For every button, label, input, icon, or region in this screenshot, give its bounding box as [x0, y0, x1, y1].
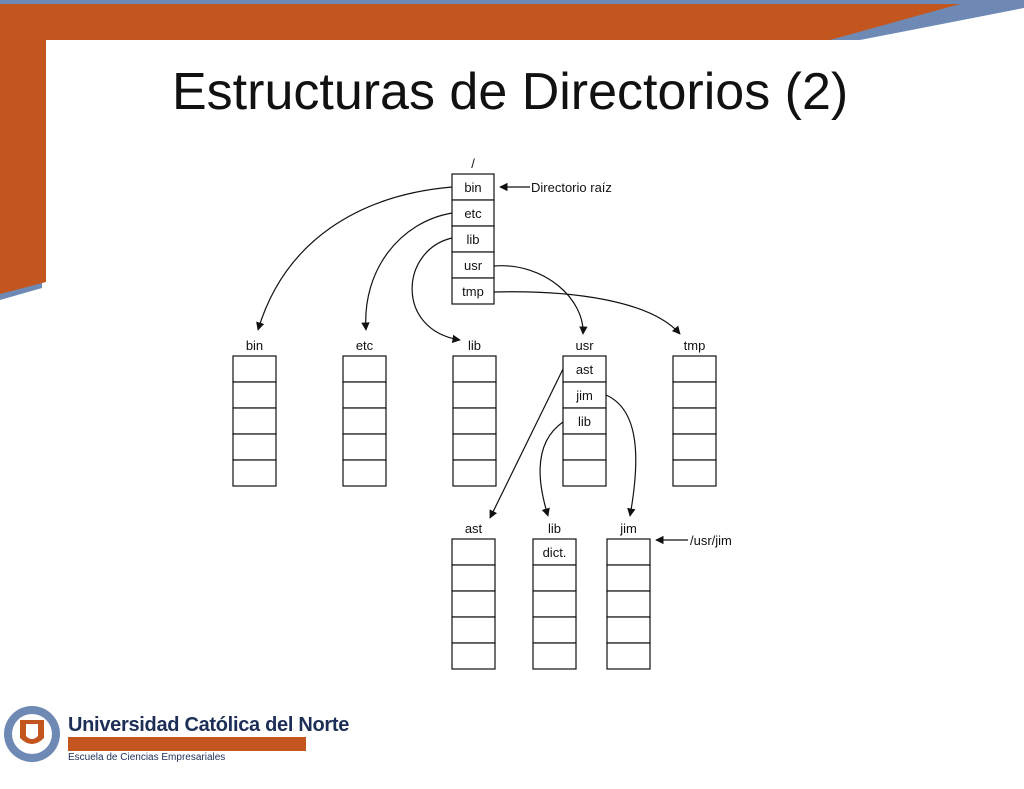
directory-entry-cell	[532, 642, 577, 670]
directory-entry-cell	[606, 590, 651, 618]
directory-label: bin	[246, 338, 263, 353]
directory-l1-bin: bin	[232, 338, 277, 487]
directory-entry-etc: etc	[464, 206, 482, 221]
directory-entry-cell	[532, 564, 577, 592]
directory-l1-tmp: tmp	[672, 338, 717, 487]
arrow-root-lib-to-lib	[411, 237, 461, 343]
directory-entry-jim: jim	[575, 388, 593, 403]
directory-entry-cell	[452, 433, 497, 461]
directory-entry-cell	[562, 355, 607, 383]
directory-entry-cell	[232, 407, 277, 435]
directory-label: jim	[619, 521, 637, 536]
university-logo: Universidad Católica del Norte ver más a…	[0, 700, 349, 789]
slide-decoration	[0, 0, 1024, 300]
directory-label: lib	[468, 338, 481, 353]
root-annotation: Directorio raíz	[531, 180, 612, 195]
directory-entry-cell	[562, 381, 607, 409]
directory-entry-cell	[532, 538, 577, 566]
directory-entry-bin: bin	[464, 180, 481, 195]
directory-l2-ast: ast	[451, 521, 496, 670]
directory-entry-cell	[672, 381, 717, 409]
directory-entry-cell	[451, 538, 496, 566]
directory-entry-cell	[672, 407, 717, 435]
directory-entry-cell	[606, 616, 651, 644]
directory-tables: / bin etc lib usr tmp bin etc lib usr ast jim lib tmp…	[232, 156, 732, 670]
directory-label: ast	[465, 521, 483, 536]
directory-entry-cell	[342, 381, 387, 409]
directory-entry-cell	[451, 277, 495, 305]
directory-label: tmp	[684, 338, 706, 353]
directory-entry-cell	[342, 459, 387, 487]
directory-entry-cell	[232, 355, 277, 383]
directory-entry-cell	[451, 564, 496, 592]
arrow-root-bin-to-bin	[256, 186, 453, 331]
directory-l2-lib: lib dict.	[532, 521, 577, 670]
directory-entry-cell	[672, 433, 717, 461]
directory-entry-cell	[562, 433, 607, 461]
directory-entry-cell	[532, 590, 577, 618]
university-motto: ver más allá	[211, 772, 292, 789]
directory-entry-lib: lib	[578, 414, 591, 429]
directory-entry-cell	[342, 407, 387, 435]
directory-entry-cell	[451, 590, 496, 618]
directory-entry-cell	[606, 564, 651, 592]
directory-l1-etc: etc	[342, 338, 387, 487]
directory-entry-cell	[562, 407, 607, 435]
directory-entry-cell	[342, 433, 387, 461]
directory-l1-usr: usr ast jim lib	[562, 338, 607, 487]
motto-bar: ver más allá	[68, 737, 306, 789]
directory-label: /	[471, 156, 475, 171]
arrow-usr-jim-to-jim	[605, 394, 637, 517]
directory-entry-cell	[451, 251, 495, 279]
arrow-root-tmp-to-tmp	[493, 291, 681, 335]
directory-entry-ast: ast	[576, 362, 594, 377]
directory-l2-jim: jim	[606, 521, 651, 670]
directory-entry-lib: lib	[466, 232, 479, 247]
directory-entry-cell	[232, 381, 277, 409]
directory-label: usr	[575, 338, 594, 353]
directory-entry-dict: dict.	[543, 545, 567, 560]
top-orange-band	[0, 4, 960, 40]
directory-entry-cell	[532, 616, 577, 644]
directory-entry-cell	[606, 642, 651, 670]
slide-title: Estructuras de Directorios (2)	[172, 63, 849, 121]
directory-entry-tmp: tmp	[462, 284, 484, 299]
left-orange-band	[0, 4, 46, 294]
directory-entry-cell	[451, 199, 495, 227]
directory-entry-cell	[452, 407, 497, 435]
directory-tree-diagram: / bin etc lib usr tmp bin etc lib usr ast jim lib tmp…	[232, 156, 732, 670]
directory-entry-cell	[452, 459, 497, 487]
arrow-root-etc-to-etc	[361, 212, 453, 331]
directory-entry-cell	[451, 616, 496, 644]
path-annotation: /usr/jim	[690, 533, 732, 548]
arrow-root-usr-to-usr	[493, 265, 588, 335]
directory-root: / bin etc lib usr tmp	[451, 156, 495, 305]
university-seal-icon	[4, 706, 60, 762]
directory-label: lib	[548, 521, 561, 536]
arrow-usr-ast-to-ast	[489, 368, 564, 519]
directory-l1-lib: lib	[452, 338, 497, 487]
tree-connectors	[256, 182, 688, 545]
directory-entry-cell	[232, 433, 277, 461]
directory-entry-cell	[342, 355, 387, 383]
directory-entry-cell	[451, 173, 495, 201]
directory-entry-cell	[606, 538, 651, 566]
directory-entry-cell	[452, 355, 497, 383]
directory-entry-cell	[451, 225, 495, 253]
directory-entry-cell	[672, 459, 717, 487]
directory-entry-cell	[562, 459, 607, 487]
directory-entry-cell	[451, 642, 496, 670]
university-name: Universidad Católica del Norte	[68, 714, 350, 736]
directory-label: etc	[356, 338, 374, 353]
directory-entry-cell	[672, 355, 717, 383]
directory-entry-cell	[232, 459, 277, 487]
school-name: Escuela de Ciencias Empresariales	[68, 752, 226, 763]
directory-entry-cell	[452, 381, 497, 409]
directory-entry-usr: usr	[464, 258, 483, 273]
arrow-usr-lib-to-lib	[539, 421, 564, 517]
